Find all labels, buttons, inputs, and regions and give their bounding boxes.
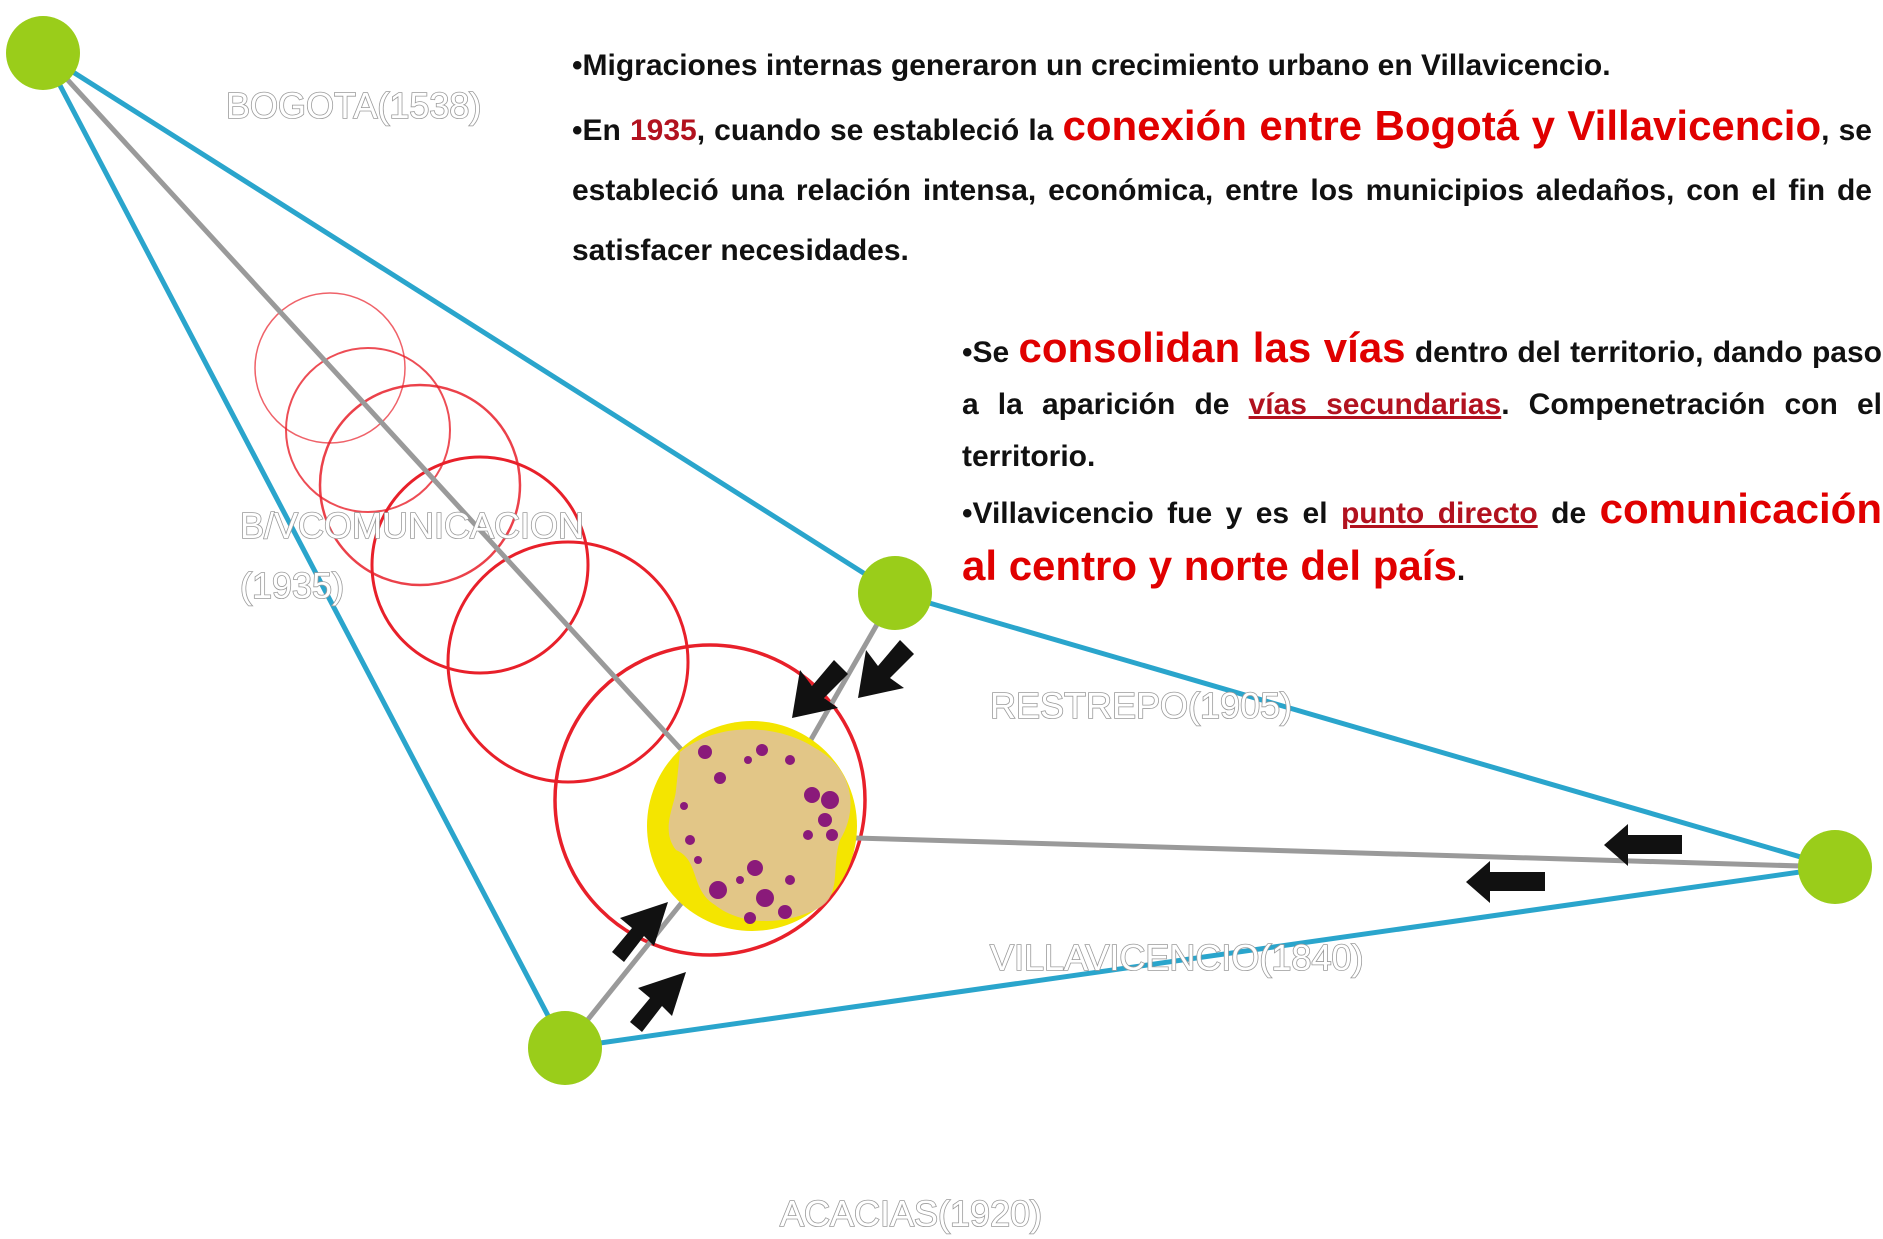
label-acacias: ACACIAS(1920) (780, 1193, 1042, 1234)
p3-de: de (1537, 497, 1600, 530)
paragraph-migration: •Migraciones internas generaron un creci… (572, 36, 1872, 281)
arrow-restrepo-2 (858, 640, 914, 698)
connection-bogota-restrepo (41, 50, 897, 596)
p2-consolidan: consolidan las vías (1018, 324, 1406, 371)
ring-4 (370, 455, 590, 675)
p3-punto: punto directo (1340, 497, 1538, 530)
p1-en: •En (572, 114, 630, 147)
label-via-comunicacion: B/VCOMUNICACION (240, 505, 584, 546)
flow-arrows (612, 640, 1682, 1032)
node-bogota (6, 16, 80, 90)
ring-2 (285, 347, 451, 513)
label-bogota: BOGOTA(1538) (226, 85, 481, 126)
p1-line1: •Migraciones internas generaron un creci… (572, 49, 1611, 82)
node-restrepo (858, 556, 932, 630)
ring-6 (553, 643, 867, 957)
p3-comunicacion: comunicación al centro y norte del país (962, 485, 1882, 589)
paragraph-vias: •Se consolidan las vías dentro del terri… (962, 322, 1882, 597)
ring-5 (446, 540, 690, 784)
nodes (6, 16, 1872, 1085)
connection-restrepo-east (894, 590, 1836, 870)
arrow-restrepo-1 (792, 660, 848, 718)
arrow-east-1 (1604, 824, 1682, 866)
regional-connections (40, 50, 1836, 1051)
p1-conexion: conexión entre Bogotá y Villavicencio (1062, 102, 1822, 149)
p2-se: •Se (962, 336, 1019, 369)
arrow-acacias-2 (630, 972, 686, 1032)
arrow-east-2 (1466, 861, 1545, 903)
label-via-year: (1935) (240, 565, 344, 606)
road-east (854, 835, 1836, 870)
villavicencio-city (647, 721, 857, 931)
p2-secundarias: vías secundarias (1248, 388, 1502, 421)
node-acacias (528, 1011, 602, 1085)
road-bogota (41, 51, 702, 772)
p3-end: . (1456, 554, 1466, 587)
label-restrepo: RESTREPO(1905) (990, 685, 1292, 726)
label-villavicencio: VILLAVICENCIO(1840) (990, 937, 1363, 978)
p1-mid: , cuando se estableció la (696, 114, 1063, 147)
p2-mid: dentro del territorio, dando paso a la a… (962, 336, 1882, 421)
node-villavicencio-east (1798, 830, 1872, 904)
connection-bogota-acacias (40, 51, 568, 1050)
arrow-acacias-1 (612, 902, 668, 962)
p1-year: 1935 (629, 114, 697, 147)
p2-end: . Compenetración con el territorio. (962, 388, 1882, 473)
expansion-rings (254, 292, 867, 957)
settlement-dots (680, 744, 839, 924)
connection-acacias-east (564, 864, 1836, 1051)
p1-rest: , se estableció una relación intensa, ec… (572, 114, 1872, 267)
ring-3 (318, 383, 522, 587)
p3-start: •Villavicencio fue y es el (962, 497, 1341, 530)
p3-line: •Villavicencio fue y es el punto directo… (962, 483, 1882, 597)
